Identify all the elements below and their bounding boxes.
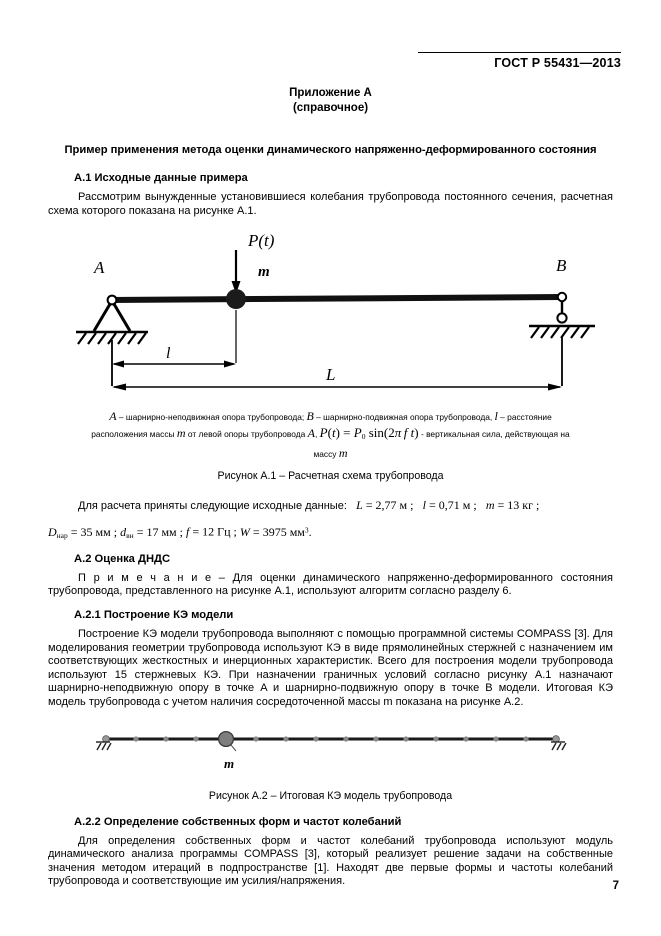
note-txt-7: - вертикальная сила, действующая на bbox=[418, 429, 570, 440]
note-txt-4: расположения массы bbox=[91, 429, 177, 440]
support-a-label: A bbox=[93, 258, 105, 277]
fe-node bbox=[373, 735, 379, 742]
force-formula: P(t) = P0 sin(2π f t) bbox=[319, 425, 419, 442]
beam-scheme-svg: P(t) m A B bbox=[76, 231, 595, 391]
value-f: f = 12 Гц ; bbox=[186, 524, 237, 539]
page-title: Пример применения метода оценки динамиче… bbox=[64, 144, 597, 156]
header-rule bbox=[418, 52, 621, 53]
annex-subtitle: (справочное) bbox=[292, 102, 369, 114]
fe-support-right bbox=[551, 740, 567, 750]
support-left-leg-1 bbox=[92, 303, 112, 332]
page-number: 7 bbox=[612, 880, 619, 892]
section-heading-a1: А.1 Исходные данные примера bbox=[74, 172, 248, 184]
dim-L-arrow-right bbox=[548, 383, 562, 391]
fe-node-group bbox=[102, 734, 560, 743]
fe-node bbox=[463, 735, 469, 742]
support-b-label: B bbox=[556, 256, 567, 275]
fe-node bbox=[403, 735, 409, 742]
paragraph-a21-1: Построение КЭ модели трубопровода выполн… bbox=[48, 627, 613, 708]
force-arrow-head bbox=[231, 281, 241, 295]
note-sym-a2: A bbox=[307, 426, 315, 441]
note-txt-1: – шарнирно-неподвижная опора трубопровод… bbox=[116, 412, 307, 423]
fe-node bbox=[253, 735, 259, 742]
value-m: m = 13 кг ; bbox=[485, 498, 540, 513]
note-sym-b: B bbox=[306, 409, 314, 424]
note-txt-8: массу bbox=[313, 449, 339, 460]
value-l: l = 0,71 м ; bbox=[422, 498, 477, 513]
fe-support-left bbox=[96, 740, 112, 750]
hinge-pin-left bbox=[106, 294, 118, 306]
value-dvn: dвн = 17 мм ; bbox=[120, 524, 183, 540]
initial-data-line2: Dнар = 35 мм ; dвн = 17 мм ; f = 12 Гц ;… bbox=[48, 520, 613, 544]
fe-mass-node bbox=[217, 730, 235, 747]
mass-label: m bbox=[258, 264, 270, 280]
note-txt-5: от левой опоры трубопровода bbox=[185, 429, 308, 440]
note-sym-l: l bbox=[494, 409, 498, 424]
support-left-hatching bbox=[77, 332, 147, 345]
fe-mass-label: m bbox=[224, 756, 234, 771]
note-txt-2: – шарнирно-подвижная опора трубопровода, bbox=[313, 412, 495, 423]
figure1-note-line1: A – шарнирно-неподвижная опора трубопров… bbox=[58, 408, 603, 425]
figure1-note-line3: массу m bbox=[58, 445, 603, 462]
paragraph-a1-1: Рассмотрим вынужденные установившиеся ко… bbox=[48, 191, 613, 217]
fe-node bbox=[493, 735, 499, 742]
initial-data-leadin: Для расчета приняты следующие исходные д… bbox=[78, 500, 347, 513]
support-right-hatching bbox=[530, 326, 590, 339]
fe-node bbox=[133, 735, 139, 742]
fe-node bbox=[433, 735, 439, 742]
fe-node bbox=[343, 735, 349, 742]
figure1-note: A – шарнирно-неподвижная опора трубопров… bbox=[58, 408, 603, 462]
dim-l-arrow-left bbox=[112, 360, 124, 368]
fe-mass-leader bbox=[230, 744, 237, 751]
support-left-leg-2 bbox=[112, 303, 132, 332]
hinge-pin-right bbox=[556, 291, 568, 303]
note-txt-3: – расстояние bbox=[497, 412, 552, 423]
section-heading-a21: А.2.1 Построение КЭ модели bbox=[74, 608, 234, 621]
paragraph-a22-1: Для определения собственных форм и часто… bbox=[48, 834, 613, 888]
dim-l-label: l bbox=[166, 345, 171, 362]
section-heading-a22: А.2.2 Определение собственных форм и час… bbox=[74, 815, 402, 828]
concentrated-mass bbox=[226, 289, 246, 310]
page-header: ГОСТ Р 55431—2013 bbox=[40, 56, 621, 70]
force-label: P(t) bbox=[247, 231, 275, 250]
value-W: W = 3975 мм3. bbox=[239, 524, 312, 539]
note-sym-m: m bbox=[176, 426, 186, 441]
note-sym-a: A bbox=[109, 409, 117, 424]
beam-bar bbox=[110, 294, 562, 304]
figure2-caption: Рисунок А.2 – Итоговая КЭ модель трубопр… bbox=[208, 789, 453, 802]
value-Dnar: Dнар = 35 мм ; bbox=[48, 524, 118, 540]
dim-l-arrow-right bbox=[224, 360, 236, 368]
figure1-caption: Рисунок А.1 – Расчетная схема трубопрово… bbox=[217, 470, 444, 483]
note-txt-6: , bbox=[314, 429, 320, 440]
paragraph-a2-note: П р и м е ч а н и е – Для оценки динамич… bbox=[48, 571, 613, 598]
value-L: L = 2,77 м ; bbox=[356, 498, 414, 513]
figure-fe-model: m bbox=[48, 720, 613, 782]
section-heading-a2: А.2 Оценка ДНДС bbox=[74, 552, 171, 565]
standard-id: ГОСТ Р 55431—2013 bbox=[494, 56, 621, 70]
fe-model-svg: m bbox=[96, 730, 567, 771]
fe-node bbox=[313, 735, 319, 742]
figure-beam-scheme: P(t) m A B bbox=[48, 228, 613, 406]
annex-title: Приложение А bbox=[289, 87, 372, 99]
initial-data-line1: Для расчета приняты следующие исходные д… bbox=[48, 496, 613, 516]
figure1-note-line2: расположения массы m от левой опоры труб… bbox=[58, 425, 603, 445]
dim-L-label: L bbox=[325, 365, 335, 384]
dim-L-arrow-left bbox=[112, 383, 126, 391]
annex-title-block: Приложение А (справочное) bbox=[0, 86, 661, 116]
fe-node bbox=[193, 735, 199, 742]
roller-wheel bbox=[556, 312, 568, 324]
fe-node bbox=[523, 735, 529, 742]
document-body: Пример применения метода оценки динамиче… bbox=[48, 144, 613, 899]
note-sym-m2: m bbox=[338, 446, 348, 461]
fe-node bbox=[163, 735, 169, 742]
fe-node bbox=[283, 735, 289, 742]
